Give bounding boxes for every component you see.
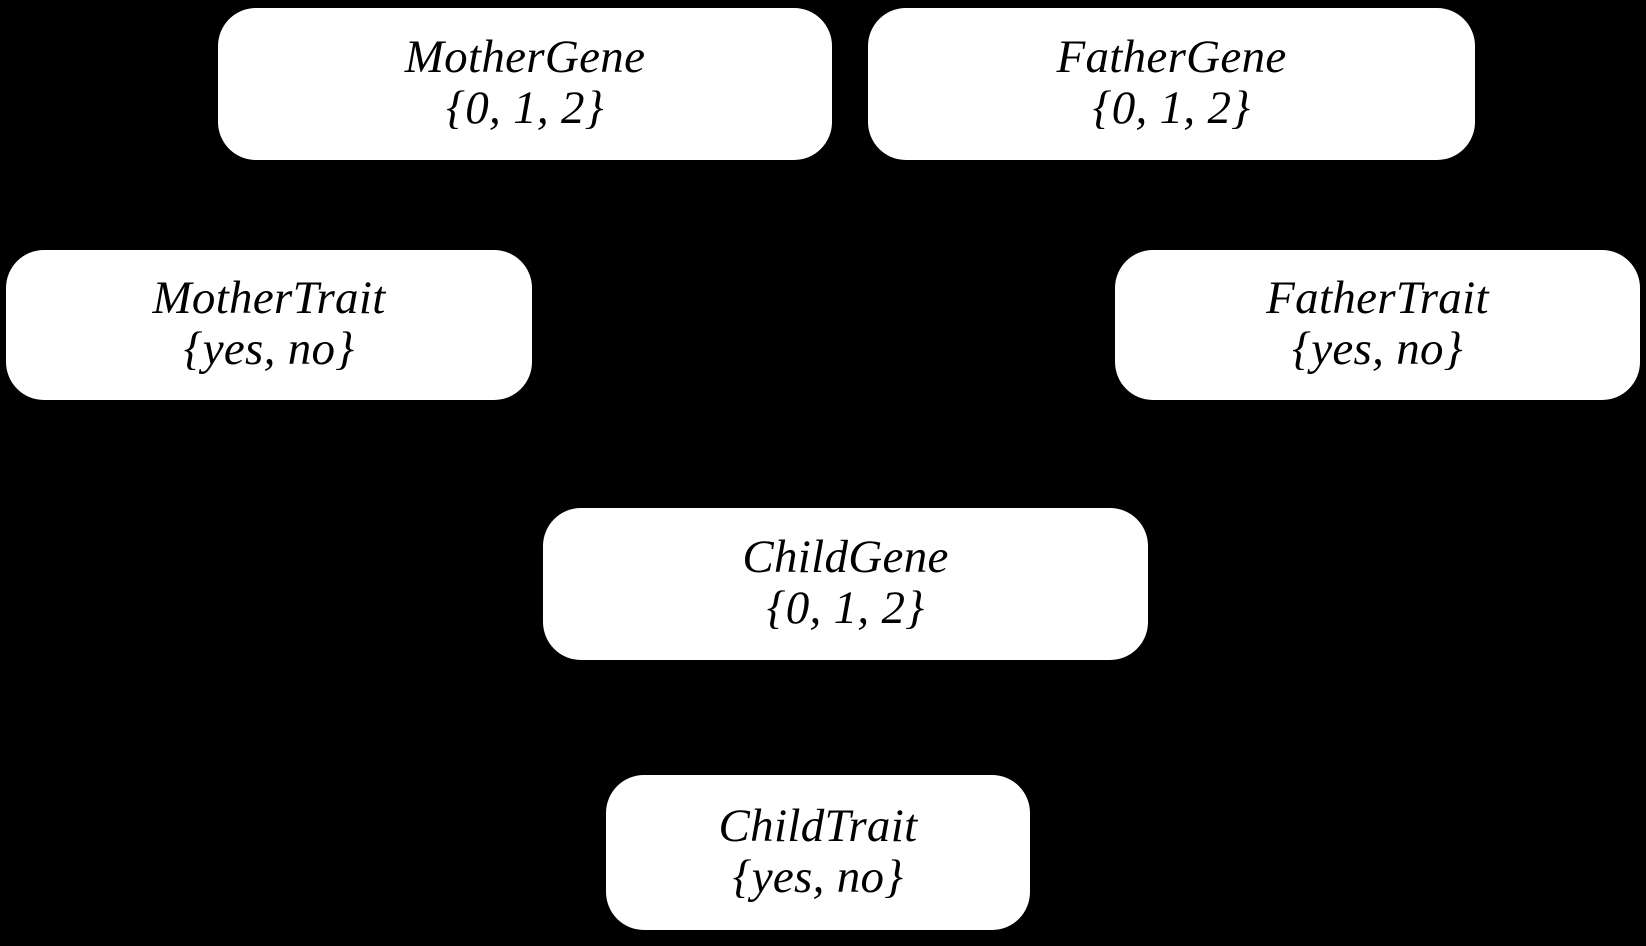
node-father-trait-label: FatherTrait — [1266, 272, 1489, 325]
node-mother-trait[interactable]: MotherTrait {yes, no} — [6, 250, 532, 400]
node-father-gene-label: FatherGene — [1056, 31, 1287, 84]
node-father-trait[interactable]: FatherTrait {yes, no} — [1115, 250, 1640, 400]
node-mother-trait-label: MotherTrait — [152, 272, 386, 325]
node-child-gene[interactable]: ChildGene {0, 1, 2} — [543, 508, 1148, 660]
node-mother-gene[interactable]: MotherGene {0, 1, 2} — [218, 8, 832, 160]
node-child-gene-label: ChildGene — [742, 531, 949, 584]
node-father-gene[interactable]: FatherGene {0, 1, 2} — [868, 8, 1475, 160]
node-child-trait-label: ChildTrait — [718, 799, 918, 852]
node-father-gene-domain: {0, 1, 2} — [1092, 82, 1251, 135]
node-father-trait-domain: {yes, no} — [1292, 323, 1463, 376]
node-mother-gene-domain: {0, 1, 2} — [446, 82, 604, 135]
node-mother-gene-label: MotherGene — [404, 31, 646, 84]
node-child-trait-domain: {yes, no} — [732, 850, 904, 903]
node-mother-trait-domain: {yes, no} — [183, 323, 355, 376]
node-child-trait[interactable]: ChildTrait {yes, no} — [606, 775, 1030, 930]
node-child-gene-domain: {0, 1, 2} — [766, 582, 925, 635]
